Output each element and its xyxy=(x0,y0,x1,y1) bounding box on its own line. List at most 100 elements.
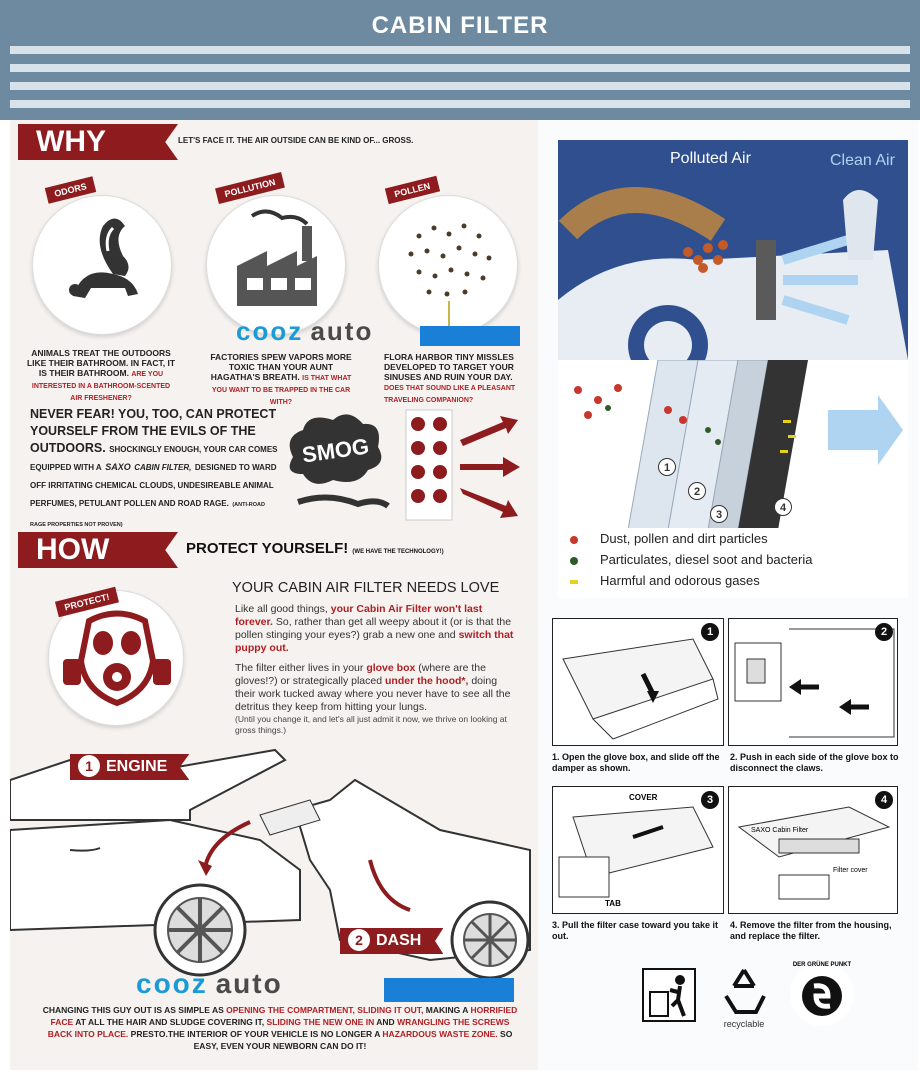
layer-1-marker: 1 xyxy=(658,458,676,476)
polluted-air-label: Polluted Air xyxy=(670,150,751,167)
dash-banner: 2 DASH xyxy=(340,928,444,954)
footer-j: HAZARDOUS WASTE ZONE. xyxy=(382,1029,498,1039)
pollen-text: FLORA HARBOR TINY MISSLES DEVELOPED TO T… xyxy=(384,352,514,382)
p2-text-a: The filter either lives in your xyxy=(235,662,364,674)
pollution-text: FACTORIES SPEW VAPORS MORE TOXIC THAN YO… xyxy=(210,352,352,382)
odors-circle xyxy=(32,195,172,335)
needs-love-heading: YOUR CABIN AIR FILTER NEEDS LOVE xyxy=(232,580,500,596)
tab-label: TAB xyxy=(605,899,621,908)
protect-heading: PROTECT YOURSELF! (WE HAVE THE TECHNOLOG… xyxy=(186,540,444,557)
recycle-symbol: recyclable xyxy=(716,966,772,1029)
step-2-diagram: 2 xyxy=(728,618,898,746)
never-fear-heading: NEVER FEAR! YOU, TOO, CAN PROTECT YOURSE… xyxy=(30,407,277,455)
never-fear-block: NEVER FEAR! YOU, TOO, CAN PROTECT YOURSE… xyxy=(30,406,280,534)
cover-label: COVER xyxy=(629,793,658,802)
step-4-caption: 4. Remove the filter from the housing, a… xyxy=(730,920,892,941)
particle-legend: Dust, pollen and dirt particles Particul… xyxy=(558,528,908,598)
step-1-number: 1 xyxy=(701,623,719,641)
step-1-diagram: 1 xyxy=(552,618,724,746)
never-fear-text-2: DESIGNED TO WARD OFF IRRITATING CHEMICAL… xyxy=(30,463,277,508)
header-stripe xyxy=(10,82,910,90)
why-banner: WHY xyxy=(18,124,178,160)
footer-a: CHANGING THIS GUY OUT IS AS SIMPLE AS xyxy=(42,1005,224,1015)
engine-number: 1 xyxy=(78,755,100,777)
gruene-punkt-icon xyxy=(802,976,842,1016)
paragraph-3: (Until you change it, and let's all just… xyxy=(235,714,507,735)
factory-icon xyxy=(237,209,317,306)
brand-name: SAXO xyxy=(105,462,131,472)
footer-text: CHANGING THIS GUY OUT IS AS SIMPLE AS OP… xyxy=(40,1004,520,1052)
legend-swatch xyxy=(570,535,578,544)
watermark-cooz: cooz xyxy=(136,968,208,999)
watermark-top: cooz auto xyxy=(236,316,373,347)
protect-title: PROTECT YOURSELF! xyxy=(186,540,349,557)
watermark-bottom: cooz auto xyxy=(136,968,283,1000)
header-stripe xyxy=(10,100,910,108)
saxo-filter-label: SAXO Cabin Filter xyxy=(751,827,809,834)
gruene-punkt-symbol: DER GRÜNE PUNKT xyxy=(790,962,854,1026)
footer-f: SLIDING THE NEW ONE IN xyxy=(266,1017,375,1027)
pollution-caption: FACTORIES SPEW VAPORS MORE TOXIC THAN YO… xyxy=(206,352,356,408)
footer-k: SO EASY, EVEN YOUR NEWBORN CAN DO IT! xyxy=(193,1029,513,1051)
airflow-panel: Polluted Air Clean Air xyxy=(558,140,908,360)
brand-suffix: CABIN FILTER, xyxy=(134,463,192,472)
layer-4-marker: 4 xyxy=(774,498,792,516)
filter-layers-illustration xyxy=(558,360,908,530)
odors-aside: ARE YOU INTERESTED IN A BATHROOM-SCENTED… xyxy=(31,371,171,402)
footer-e: AT ALL THE HAIR AND SLUDGE COVERING IT, xyxy=(75,1017,265,1027)
filter-cover-label: Filter cover xyxy=(833,867,868,874)
footer-d: HORRIFIED FACE xyxy=(50,1005,518,1027)
p1-text-a: Like all good things, xyxy=(235,603,328,615)
step-4-diagram: 4 SAXO Cabin Filter Filter cover xyxy=(728,786,898,914)
legend-item: Particulates, diesel soot and bacteria xyxy=(570,552,812,567)
legend-label: Harmful and odorous gases xyxy=(600,573,760,588)
watermark-bar xyxy=(384,978,514,1002)
paragraph-1: Like all good things, your Cabin Air Fil… xyxy=(235,603,520,655)
header-banner: CABIN FILTER xyxy=(0,0,920,120)
smog-illustration xyxy=(289,409,520,521)
step-1-caption: 1. Open the glove box, and slide off the… xyxy=(552,752,720,773)
pollution-aside: IS THAT WHAT YOU WANT TO BE TRAPPED IN T… xyxy=(211,375,352,406)
gruene-punkt-label: DER GRÜNE PUNKT xyxy=(792,962,852,968)
watermark-auto: auto xyxy=(215,968,283,999)
pollution-circle xyxy=(206,195,346,335)
recyclable-label: recyclable xyxy=(723,1019,765,1029)
dandelion-icon xyxy=(408,223,492,331)
legend-label: Dust, pollen and dirt particles xyxy=(600,531,768,546)
step-3-diagram: 3 COVER TAB xyxy=(552,786,724,914)
legend-swatch xyxy=(570,556,578,565)
footer-h: WRANGLING THE SCREWS BACK INTO PLACE. xyxy=(47,1017,510,1039)
footer-g: AND xyxy=(376,1017,395,1027)
never-fear-note: (ANTI-ROAD RAGE PROPERTIES NOT PROVEN) xyxy=(30,502,266,528)
clean-air-label: Clean Air xyxy=(830,152,895,169)
skunk-icon xyxy=(69,218,138,298)
step-2-number: 2 xyxy=(875,623,893,641)
layer-3-marker: 3 xyxy=(710,505,728,523)
p2-text-d: under the hood*, xyxy=(385,675,469,687)
dash-number: 2 xyxy=(348,929,370,951)
step-2-caption: 2. Push in each side of the glove box to… xyxy=(730,752,899,773)
page-title: CABIN FILTER xyxy=(371,12,549,39)
how-banner: HOW xyxy=(18,532,178,568)
p2-text-e: doing their work tucked away where you n… xyxy=(235,675,511,713)
pollen-caption: FLORA HARBOR TINY MISSLES DEVELOPED TO T… xyxy=(384,352,524,406)
engine-banner: 1 ENGINE xyxy=(70,754,190,780)
pollen-circle xyxy=(378,195,518,335)
footer-c: MAKING A xyxy=(425,1005,469,1015)
never-fear-text-1: SHOCKINGLY ENOUGH, YOUR CAR COMES EQUIPP… xyxy=(30,445,278,472)
p1-text-c: So, rather than get all weepy about it (… xyxy=(235,616,512,641)
odors-caption: ANIMALS TREAT THE OUTDOORS LIKE THEIR BA… xyxy=(26,348,176,404)
p2-text-b: glove box xyxy=(366,662,416,674)
filter-case-icon xyxy=(558,806,714,898)
engine-label: ENGINE xyxy=(106,758,168,775)
trash-symbol xyxy=(642,968,696,1022)
step-4-number: 4 xyxy=(875,791,893,809)
step-3-number: 3 xyxy=(701,791,719,809)
dash-label: DASH xyxy=(376,932,422,949)
p1-text-d: switch that puppy out. xyxy=(235,629,514,654)
car-airflow-icon xyxy=(558,187,908,360)
p1-text-b: your Cabin Air Filter won't last forever… xyxy=(235,603,483,628)
legend-label: Particulates, diesel soot and bacteria xyxy=(600,552,813,567)
paragraph-2: The filter either lives in your glove bo… xyxy=(235,662,520,714)
legend-swatch xyxy=(570,579,578,584)
